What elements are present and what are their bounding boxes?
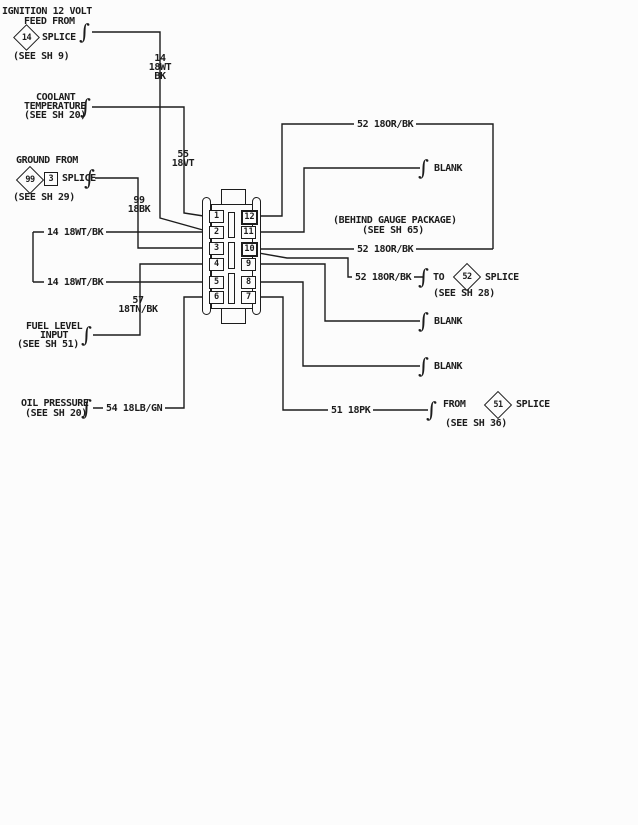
wire-55-label-1: 55	[177, 149, 189, 160]
from-51-see-sheet: (SEE SH 36)	[445, 418, 507, 429]
coolant-label-line2: TEMPERATURE	[24, 101, 86, 112]
inline-connector-icon: ∫	[418, 156, 429, 180]
from-51-splice-label: SPLICE	[516, 399, 550, 410]
wire-pin8-blank	[253, 281, 420, 367]
ignition-title-line2: FEED FROM	[24, 16, 75, 27]
oil-see-sheet: (SEE SH 20)	[25, 408, 87, 419]
inline-connector-icon: ∫	[81, 323, 92, 347]
to-52-splice-label: SPLICE	[485, 272, 519, 283]
ignition-see-sheet: (SEE SH 9)	[13, 51, 70, 62]
pin-3: 3	[209, 242, 224, 255]
wire-57-to-pin4	[93, 263, 210, 336]
connector-slot-3	[228, 273, 235, 304]
inline-connector-icon: ∫	[84, 166, 95, 190]
coolant-see-sheet: (SEE SH 20)	[24, 110, 86, 121]
wire-pin9-blank	[253, 263, 420, 322]
pin-1: 1	[209, 210, 224, 223]
inline-connector-icon: ∫	[418, 265, 429, 289]
inline-connector-icon: ∫	[80, 95, 91, 119]
pin-8: 8	[241, 276, 256, 289]
coolant-label-line1: COOLANT	[36, 92, 76, 103]
wire-14-feed-to-pin2	[92, 31, 211, 233]
inline-connector-icon: ∫	[418, 354, 429, 378]
pin-4: 4	[209, 258, 224, 271]
wire-52-top-label: 52 18OR/BK	[354, 120, 417, 130]
wire-99-label-1: 99	[133, 195, 145, 206]
wire-52-low-label: 52 18OR/BK	[352, 273, 415, 283]
wire-54-label: 54 18LB/GN	[103, 404, 166, 414]
connector-slot-2	[228, 242, 235, 269]
behind-gauge-note: (BEHIND GAUGE PACKAGE)	[333, 215, 457, 226]
wire-51-label: 51 18PK	[328, 406, 374, 416]
connector-slot-1	[228, 212, 235, 238]
pin-12: 12	[241, 210, 258, 225]
wire-51-pin7	[253, 296, 428, 411]
wire-14-feed-label-1: 14	[154, 53, 166, 64]
wire-pin11-blank	[253, 167, 420, 233]
wire-52-pin12-loop	[253, 123, 494, 249]
inline-connector-icon: ∫	[426, 398, 437, 422]
pin-2: 2	[209, 226, 224, 239]
oil-label: OIL PRESSURE	[21, 398, 89, 409]
inline-connector-icon: ∫	[79, 20, 90, 44]
wire-99-to-pin3	[95, 177, 210, 249]
wire-14-feed-label-2: 18WT	[148, 62, 172, 73]
ignition-splice-label: SPLICE	[42, 32, 76, 43]
wire-layer	[32, 31, 494, 411]
pin-7: 7	[241, 291, 256, 304]
wire-14-feed-label-3: BK	[154, 71, 166, 82]
fuel-see-sheet: (SEE SH 51)	[17, 339, 79, 350]
wire-57-label-2: 18TN/BK	[118, 304, 158, 315]
wire-57-label-1: 57	[132, 295, 144, 306]
fuel-label-line2: INPUT	[40, 330, 69, 341]
ground-label: GROUND FROM	[16, 155, 78, 166]
blank-terminal-3: BLANK	[434, 361, 463, 372]
blank-terminal-1: BLANK	[434, 163, 463, 174]
pin-9: 9	[241, 258, 256, 271]
inline-connector-icon: ∫	[418, 309, 429, 333]
wire-14-jumper-top-label: 14 18WT/BK	[44, 228, 107, 238]
wire-55-label-2: 18VT	[171, 158, 195, 169]
ground-splice-label: SPLICE	[62, 173, 96, 184]
wire-55-to-pin1	[92, 106, 211, 218]
ground-see-sheet: (SEE SH 29)	[13, 192, 75, 203]
wire-99-label-2: 18BK	[127, 204, 151, 215]
pin-10: 10	[241, 242, 258, 257]
from-51-label: FROM	[443, 399, 466, 410]
to-52-label: TO	[433, 272, 445, 283]
ignition-title-line1: IGNITION 12 VOLT	[2, 6, 92, 17]
wire-52-mid-label: 52 18OR/BK	[354, 245, 417, 255]
wire-14-jumper-bottom-label: 14 18WT/BK	[44, 278, 107, 288]
splice-99-cavity-3: 3	[44, 172, 58, 186]
pin-5: 5	[209, 276, 224, 289]
pin-11: 11	[241, 226, 256, 239]
connector-left-rail	[202, 197, 211, 315]
blank-terminal-2: BLANK	[434, 316, 463, 327]
to-52-see-sheet: (SEE SH 28)	[433, 288, 495, 299]
behind-gauge-see-sheet: (SEE SH 65)	[362, 225, 424, 236]
connector-bottom-tab	[221, 307, 246, 324]
inline-connector-icon: ∫	[81, 396, 92, 420]
fuel-label-line1: FUEL LEVEL	[26, 321, 83, 332]
pin-6: 6	[209, 291, 224, 304]
